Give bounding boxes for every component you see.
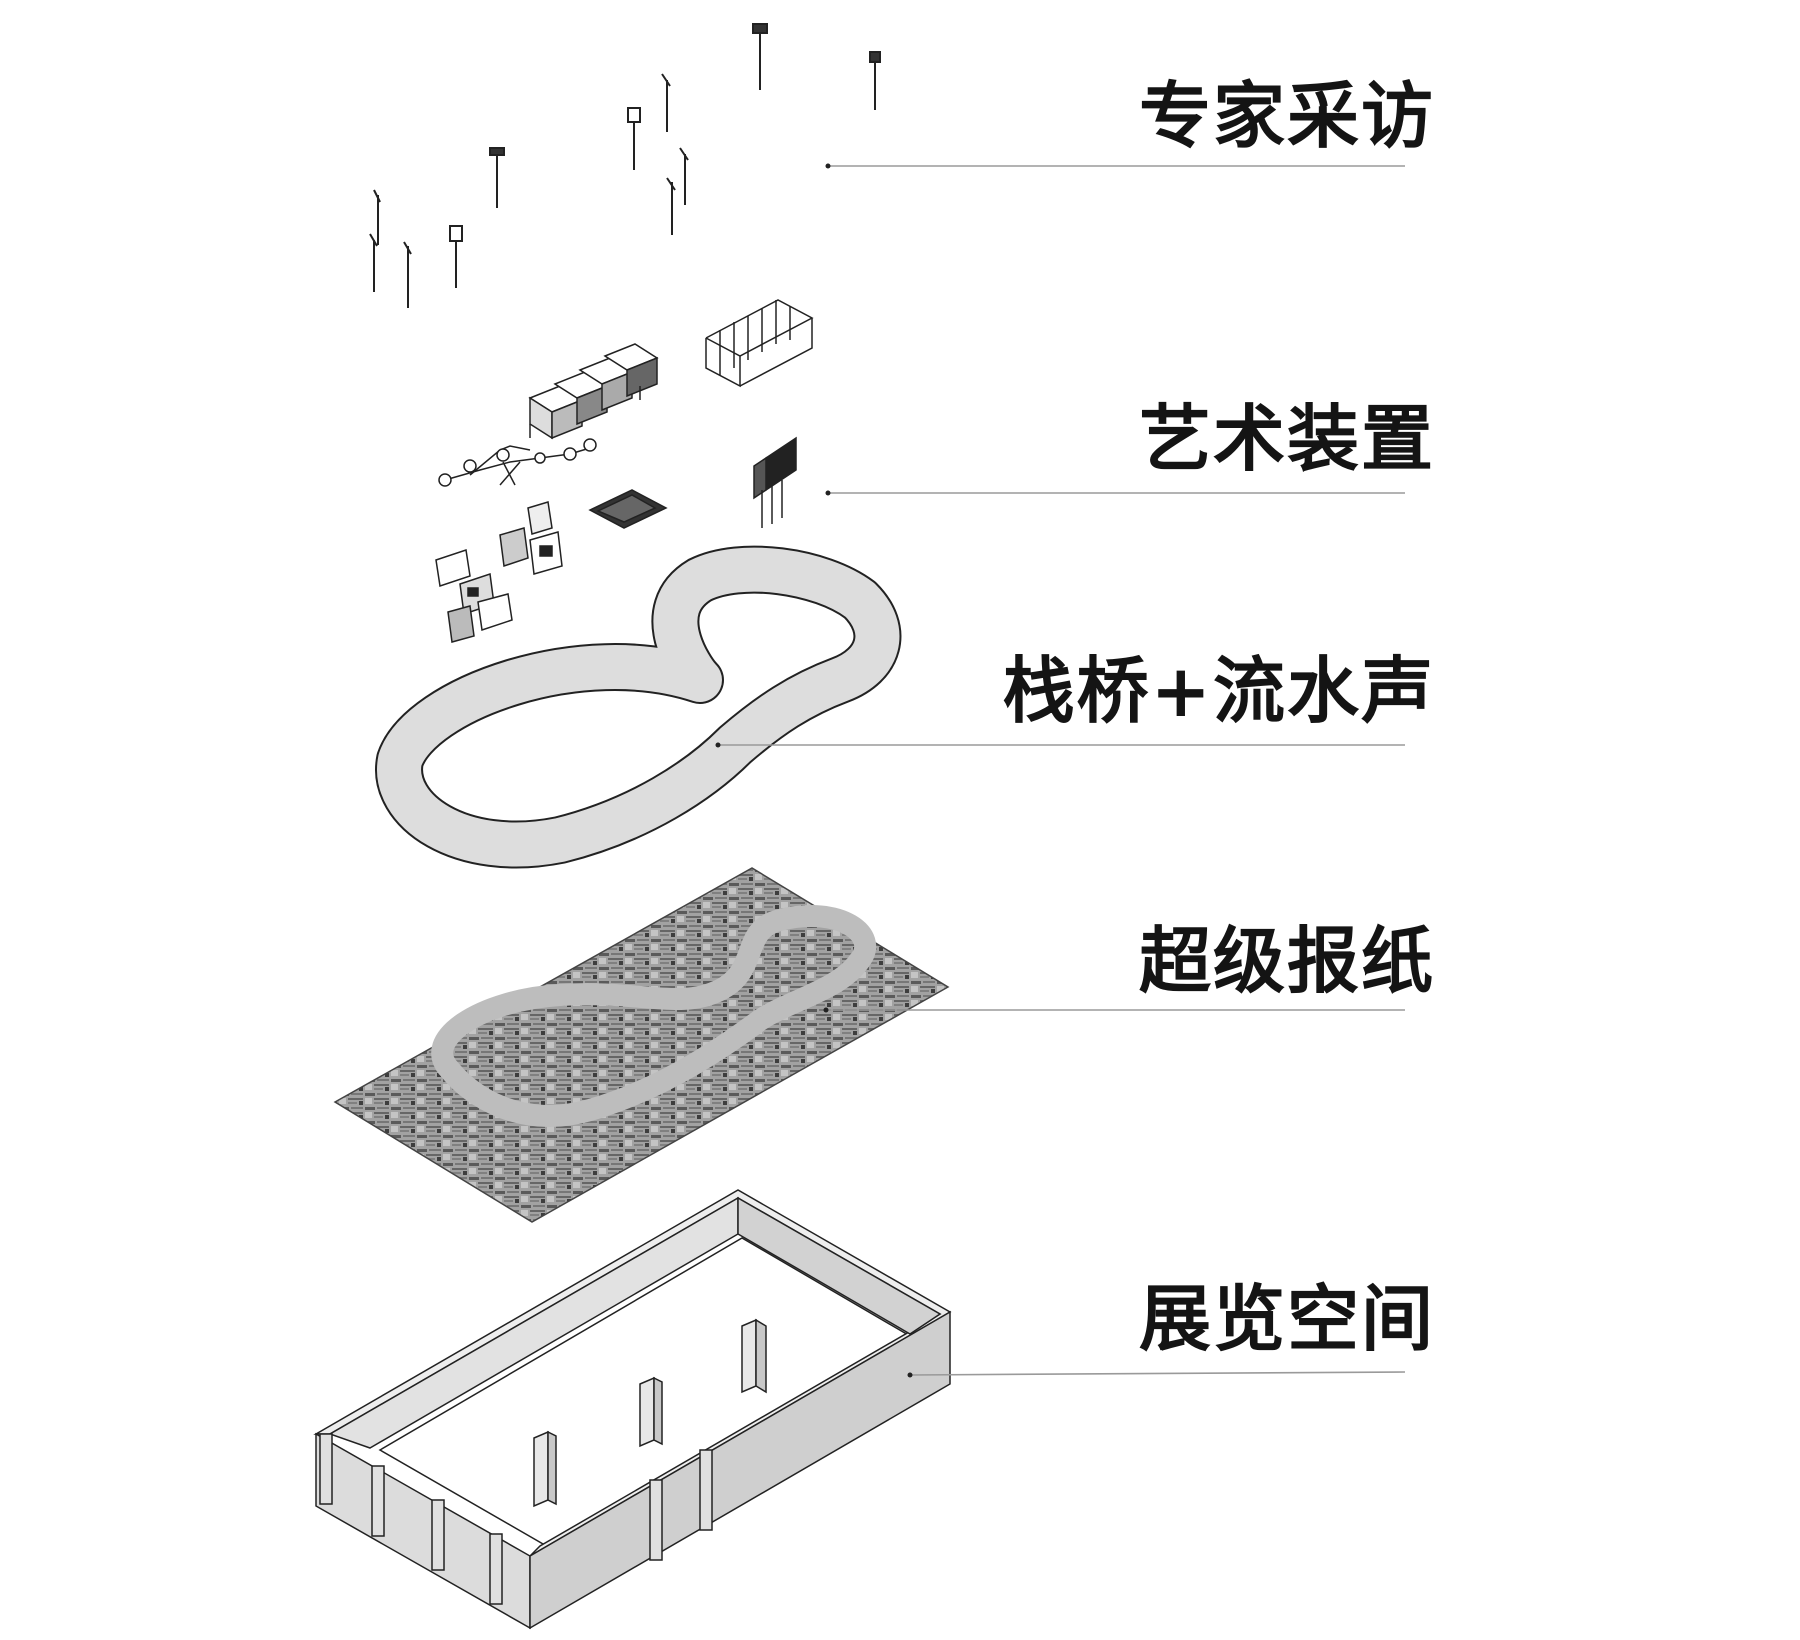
label-art-installations: 艺术装置 <box>1138 397 1435 481</box>
label-expert-interviews: 专家采访 <box>1138 74 1435 158</box>
super-newspaper-plate <box>333 867 950 1223</box>
label-boardwalk-water-sound: 栈桥+流水声 <box>1002 649 1435 733</box>
leader-lines <box>718 165 1406 1376</box>
expert-interview-poles <box>369 23 881 308</box>
label-super-newspaper: 超级报纸 <box>1138 919 1435 1003</box>
exhibition-hall <box>313 1189 952 1630</box>
label-exhibition-space: 展览空间 <box>1138 1277 1435 1361</box>
leader-dots <box>715 163 913 1378</box>
art-installations <box>435 299 814 643</box>
boardwalk-figure-eight <box>375 545 902 869</box>
